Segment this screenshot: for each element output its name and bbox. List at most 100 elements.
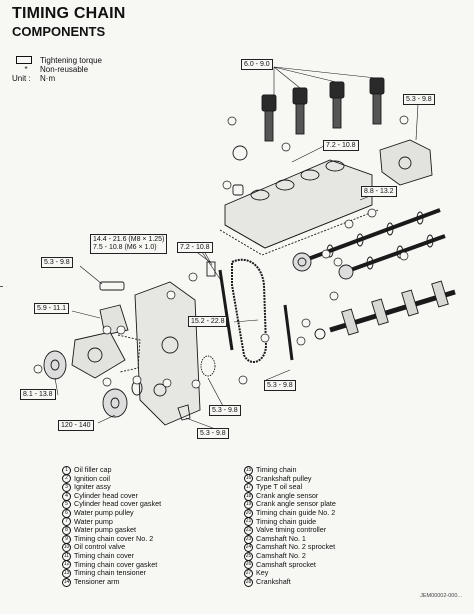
legend-unit-value: N·m (40, 74, 56, 83)
part-number-badge: 11 (62, 551, 71, 561)
oil-control-valve-drawing (99, 281, 125, 291)
igniter-drawing (379, 139, 433, 186)
torque-label-head-cover: 7.2 - 10.8 (323, 140, 359, 151)
part-name: Crank angle sensor plate (256, 499, 336, 509)
part-number-badge: 7 (62, 517, 71, 527)
part-number-badge: 10 (62, 543, 71, 553)
part-number-badge: 18 (244, 491, 253, 501)
legend-unit-label: Unit : (12, 74, 31, 83)
torque-label-igniter: 5.3 - 9.8 (403, 94, 435, 105)
part-number-badge: 27 (244, 568, 253, 578)
part-number-badge: 15 (244, 465, 253, 475)
part-name: Tensioner arm (74, 576, 120, 586)
torque-box-icon (16, 55, 32, 64)
part-name: Oil filler cap (74, 465, 112, 474)
part-number-badge: 12 (62, 560, 71, 570)
part-name: Camshaft No. 2 sprocket (256, 542, 336, 552)
part-number-badge: 28 (244, 577, 253, 587)
part-name: Crankshaft pulley (256, 473, 312, 483)
part-name: Water pump (74, 516, 113, 526)
water-pump-pulley-drawing (43, 350, 67, 380)
page-subtitle: COMPONENTS (12, 24, 106, 39)
part-name: Crank angle sensor (256, 490, 319, 500)
part-name: Timing chain cover No. 2 (74, 533, 154, 543)
torque-label-ignition-coil: 6.0 - 9.0 (241, 59, 273, 70)
part-name: Camshaft No. 2 (256, 550, 306, 560)
part-number-badge: 20 (244, 508, 253, 518)
part-name: Ignition coil (74, 473, 110, 483)
part-number-badge: 26 (244, 560, 253, 570)
water-pump-drawing (71, 331, 141, 379)
page-edge-mark (0, 286, 3, 287)
crank-angle-sensor-plate-drawing (200, 355, 216, 377)
part-number-badge: 6 (62, 508, 71, 518)
part-name: Camshaft sprocket (256, 559, 316, 569)
part-number-badge: 9 (62, 534, 71, 544)
torque-label-cover-bolts-m8: 14.4 - 21.6 (M8 × 1.25) (93, 236, 165, 243)
torque-label-guide-no2: 5.3 - 9.8 (264, 380, 296, 391)
part-number-badge: 3 (62, 482, 71, 492)
legend-nonreusable-row: * Non-reusable (12, 65, 102, 74)
part-name: Water pump gasket (74, 525, 137, 535)
part-number-badge: 24 (244, 543, 253, 553)
crankshaft-drawing (314, 280, 456, 340)
ignition-coils-drawing (261, 77, 385, 142)
part-name: Cylinder head cover gasket (74, 499, 162, 509)
torque-label-camshaft: 8.8 - 13.2 (361, 186, 397, 197)
camshaft-no2-drawing (338, 234, 446, 280)
page-title: TIMING CHAIN (12, 5, 126, 22)
legend: Tightening torque * Non-reusable Unit : … (12, 55, 102, 83)
torque-label-crankshaft-pulley: 120 - 140 (58, 420, 94, 431)
part-name: Timing chain guide (256, 516, 317, 526)
part-number-badge: 21 (244, 517, 253, 527)
torque-label-crank-angle-sensor: 5.3 - 9.8 (209, 405, 241, 416)
part-name: Type T oil seal (256, 482, 303, 492)
part-number-badge: 14 (62, 577, 71, 587)
torque-label-cover-no2: 5.9 - 11.1 (34, 303, 70, 314)
figure-code: JEM00002-000... (420, 593, 462, 599)
part-number-badge: 19 (244, 500, 253, 510)
legend-torque-text: Tightening torque (40, 56, 102, 65)
legend-nonreusable-text: Non-reusable (40, 65, 89, 74)
part-number-badge: 2 (62, 474, 71, 484)
torque-label-sensor-bolt: 5.3 - 9.8 (197, 428, 229, 439)
part-number-badge: 8 (62, 525, 71, 535)
part-name: Valve timing controller (256, 525, 327, 535)
cylinder-head-cover-drawing (219, 159, 379, 256)
part-name: Timing chain tensioner (74, 568, 147, 578)
part-name: Igniter assy (74, 482, 111, 492)
part-name: Cylinder head cover (74, 490, 138, 500)
torque-label-oil-control-valve: 5.3 - 9.8 (41, 257, 73, 268)
chain-guide-no2-drawing (283, 304, 294, 361)
part-name: Water pump pulley (74, 507, 134, 517)
part-name: Crankshaft (256, 576, 291, 586)
part-name: Timing chain guide No. 2 (256, 507, 336, 517)
part-number-badge: 4 (62, 491, 71, 501)
timing-chain-drawing (231, 258, 268, 364)
timing-chain-cover-drawing (134, 281, 201, 426)
